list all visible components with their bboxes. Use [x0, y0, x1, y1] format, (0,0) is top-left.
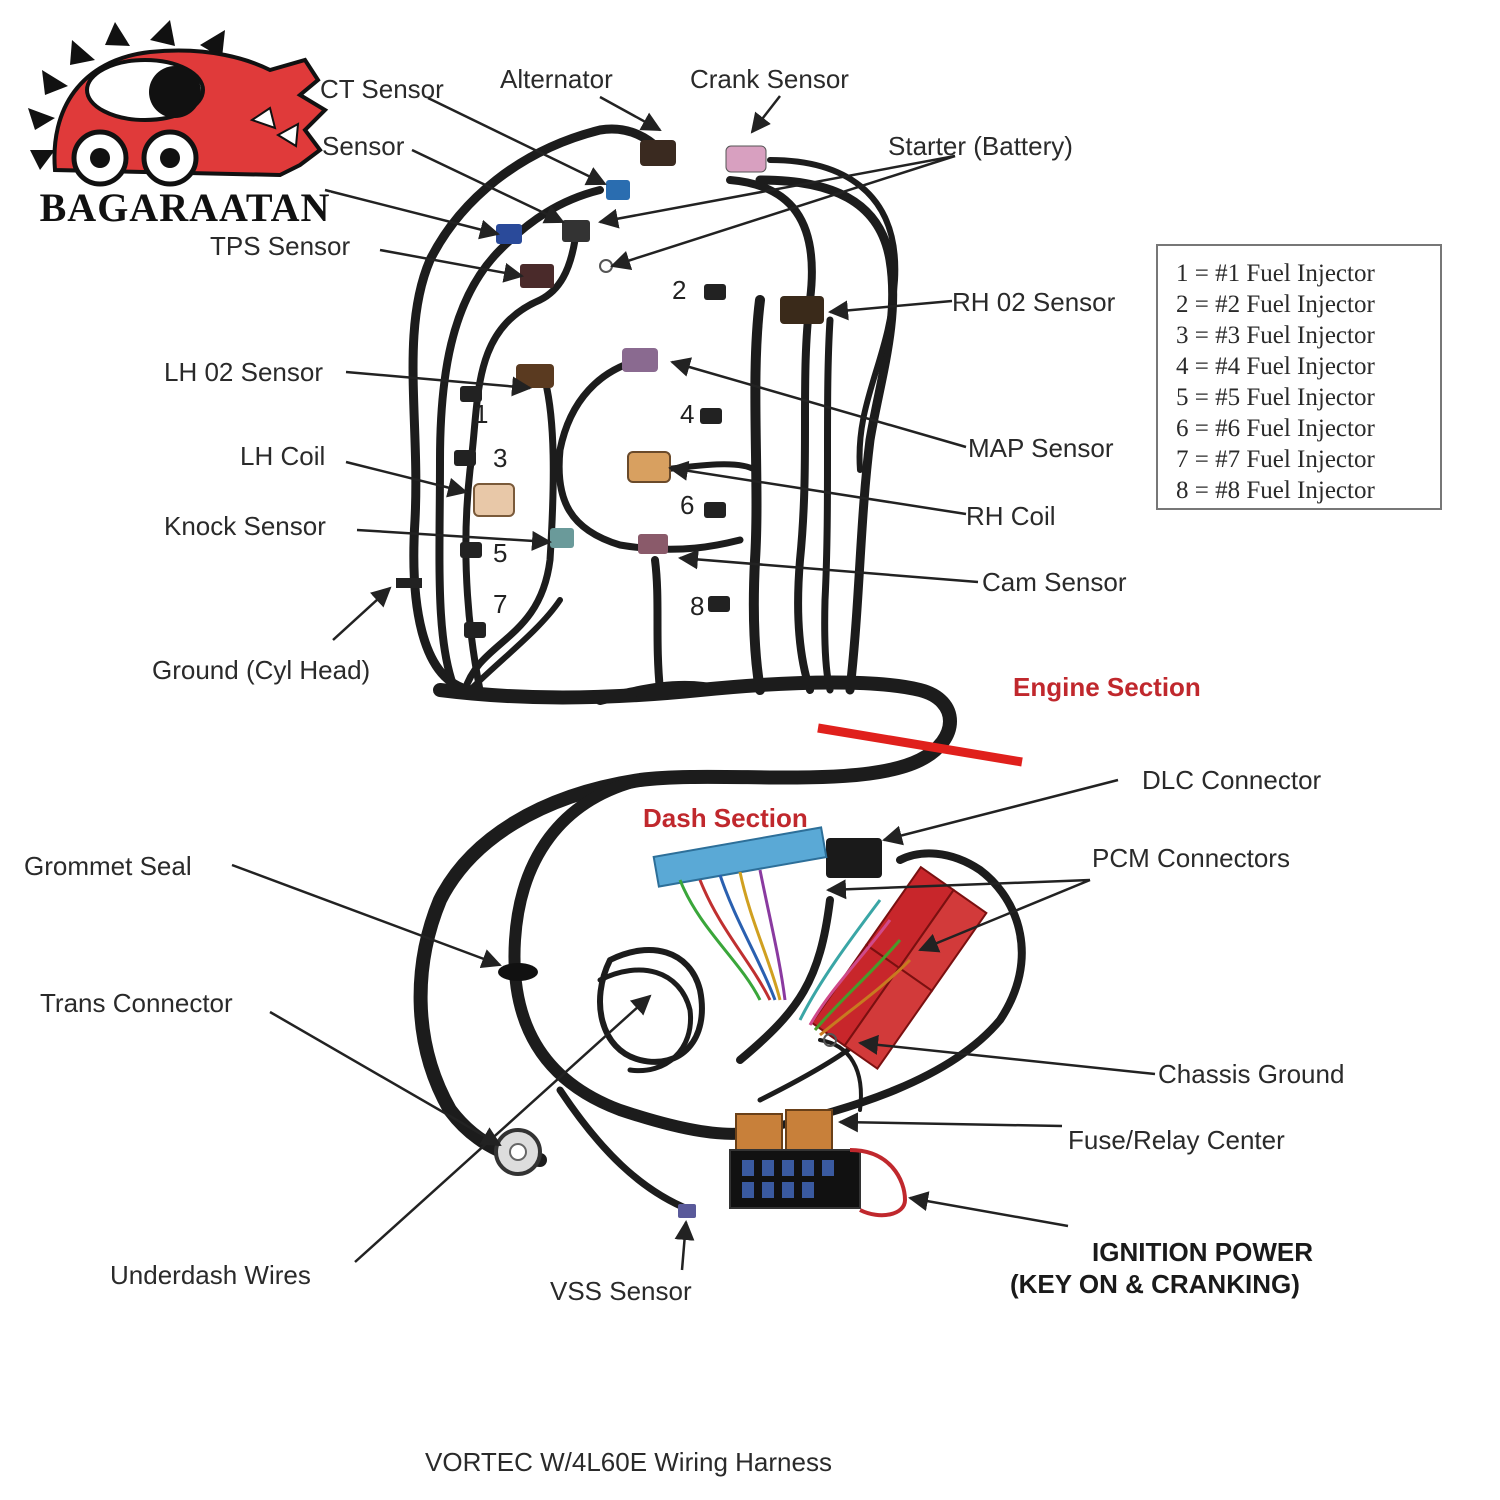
- lh-coil-label: LH Coil: [240, 441, 326, 471]
- vss-connector: [678, 1204, 696, 1218]
- map-sensor-label: MAP Sensor: [968, 433, 1114, 463]
- dlc-connector-body: [826, 838, 882, 878]
- injector-number: 6: [680, 490, 695, 520]
- rh-o2-connector: [780, 296, 824, 324]
- starter-ring-terminal: [599, 259, 613, 273]
- ignition-power-sublabel: (KEY ON & CRANKING): [1010, 1269, 1300, 1299]
- injector-number: 4: [680, 399, 695, 429]
- diagram-caption: VORTEC W/4L60E Wiring Harness: [425, 1447, 832, 1477]
- injector-number: 2: [672, 275, 687, 305]
- legend-row: 5 = #5 Fuel Injector: [1176, 384, 1375, 411]
- fuse-relay-center: [729, 1109, 861, 1209]
- alternator-label: Alternator: [500, 64, 613, 94]
- brand-logo: BAGARAATAN: [0, 0, 370, 240]
- leader-lines: [231, 95, 1156, 1271]
- tps-sensor-connector: [520, 264, 554, 288]
- ground-cyl-head-terminal: [396, 578, 422, 588]
- legend-row: 3 = #3 Fuel Injector: [1176, 322, 1375, 349]
- rh-coil-connector: [627, 451, 671, 483]
- legend-row: 6 = #6 Fuel Injector: [1176, 415, 1375, 442]
- cam-sensor-label: Cam Sensor: [982, 567, 1127, 597]
- injector-number: 7: [493, 589, 508, 619]
- crank-sensor-connector: [725, 145, 767, 173]
- dash-section-label: Dash Section: [643, 803, 808, 833]
- pcm-blue-connector: [652, 826, 828, 888]
- logo-wordmark: BAGARAATAN: [39, 185, 331, 230]
- grommet-seal-label: Grommet Seal: [24, 851, 192, 881]
- dlc-connector-label: DLC Connector: [1142, 765, 1322, 795]
- lh-o2-connector: [516, 364, 554, 388]
- ect-sensor-label: CT Sensor: [320, 74, 444, 104]
- injector-number: 8: [690, 591, 705, 621]
- ignition-power-wire: [849, 1148, 908, 1218]
- legend-row: 4 = #4 Fuel Injector: [1176, 353, 1375, 380]
- map-sensor-connector: [622, 348, 658, 372]
- pcm-connectors-label: PCM Connectors: [1092, 843, 1290, 873]
- legend-row: 8 = #8 Fuel Injector: [1176, 477, 1375, 504]
- lh-coil-connector: [473, 483, 515, 517]
- legend-row: 2 = #2 Fuel Injector: [1176, 291, 1375, 318]
- rh-coil-label: RH Coil: [966, 501, 1056, 531]
- starter-label: Starter (Battery): [888, 131, 1073, 161]
- rh-o2-sensor-label: RH 02 Sensor: [952, 287, 1116, 317]
- ect-sensor-connector: [606, 180, 630, 200]
- lh-o2-sensor-label: LH 02 Sensor: [164, 357, 323, 387]
- injector-number: 5: [493, 538, 508, 568]
- iat-sensor-label: Sensor: [322, 131, 405, 161]
- cam-sensor-connector: [638, 534, 668, 554]
- knock-sensor-label: Knock Sensor: [164, 511, 326, 541]
- pcm-red-connectors: [810, 865, 988, 1071]
- injector-legend: 1 = #1 Fuel Injector 2 = #2 Fuel Injecto…: [1156, 244, 1442, 510]
- legend-row: 1 = #1 Fuel Injector: [1176, 260, 1375, 287]
- trans-connector-label: Trans Connector: [40, 988, 233, 1018]
- chassis-ground-ring: [823, 1033, 837, 1047]
- tps-sensor-label: TPS Sensor: [210, 231, 351, 261]
- underdash-wires-label: Underdash Wires: [110, 1260, 311, 1290]
- injector-number: 1: [474, 399, 489, 429]
- fuse-relay-center-label: Fuse/Relay Center: [1068, 1125, 1285, 1155]
- legend-row: 7 = #7 Fuel Injector: [1176, 446, 1375, 473]
- vss-sensor-label: VSS Sensor: [550, 1276, 692, 1306]
- alternator-connector: [640, 140, 676, 166]
- section-separator: [817, 723, 1023, 767]
- ground-cyl-head-label: Ground (Cyl Head): [152, 655, 371, 685]
- grommet-seal: [498, 963, 538, 981]
- injector-number: 3: [493, 443, 508, 473]
- ignition-power-label: IGNITION POWER: [1092, 1237, 1313, 1267]
- knock-sensor-connector: [550, 528, 574, 548]
- engine-section-label: Engine Section: [1013, 672, 1201, 702]
- crank-sensor-label: Crank Sensor: [690, 64, 849, 94]
- iat-clip-connector: [496, 224, 522, 244]
- chassis-ground-label: Chassis Ground: [1158, 1059, 1345, 1089]
- logo-mascot-icon: [28, 20, 329, 187]
- iat-sensor-connector: [562, 220, 590, 242]
